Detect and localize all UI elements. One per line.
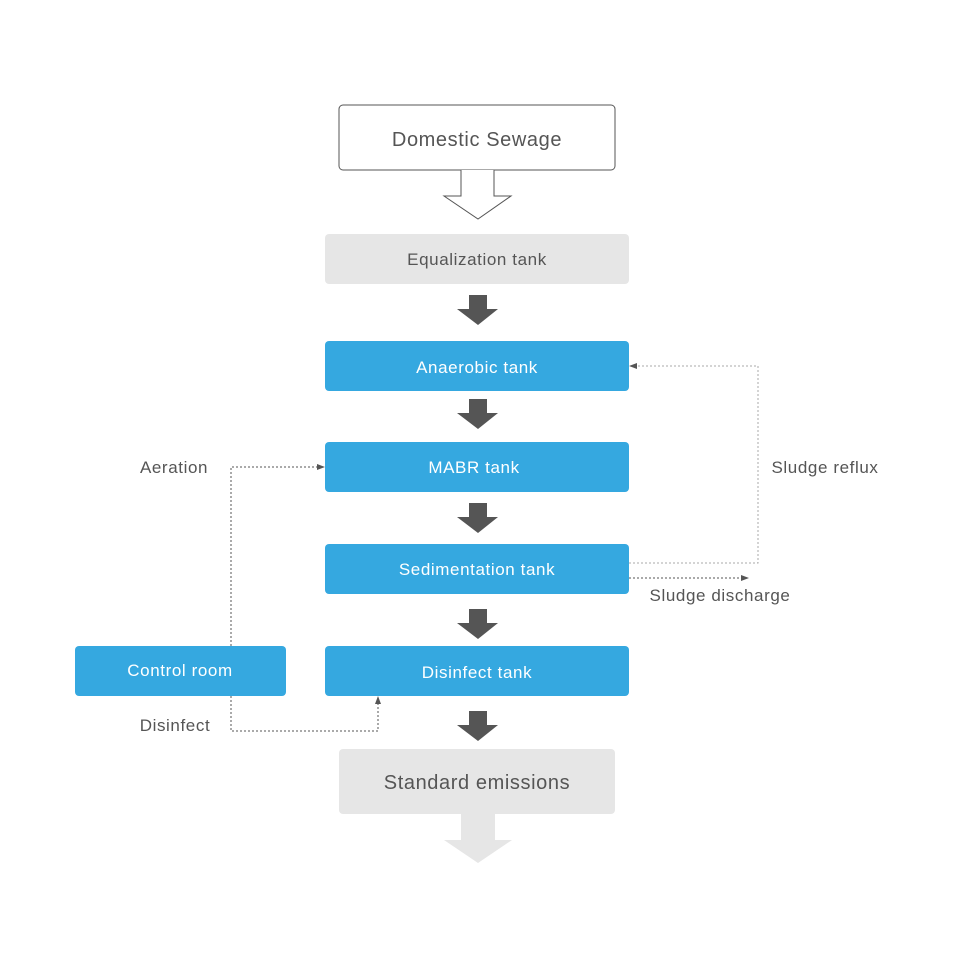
sludge-discharge-label: Sludge discharge bbox=[650, 586, 791, 605]
node-disinfect-tank: Disinfect tank bbox=[325, 646, 629, 696]
node-equalization-tank-label: Equalization tank bbox=[407, 250, 547, 269]
node-sedimentation-tank: Sedimentation tank bbox=[325, 544, 629, 594]
node-mabr-tank-label: MABR tank bbox=[428, 458, 519, 477]
node-control-room-label: Control room bbox=[127, 661, 232, 680]
node-disinfect-tank-label: Disinfect tank bbox=[422, 663, 532, 682]
node-sedimentation-tank-label: Sedimentation tank bbox=[399, 560, 555, 579]
node-domestic-sewage-label: Domestic Sewage bbox=[392, 129, 562, 151]
hollow-down-arrow-icon bbox=[442, 170, 513, 220]
node-mabr-tank: MABR tank bbox=[325, 442, 629, 492]
node-domestic-sewage: Domestic Sewage bbox=[338, 104, 616, 171]
node-anaerobic-tank-label: Anaerobic tank bbox=[416, 358, 538, 377]
aeration-label: Aeration bbox=[140, 458, 208, 477]
node-standard-emissions-label: Standard emissions bbox=[384, 772, 570, 794]
down-arrow-icon bbox=[457, 399, 498, 429]
disinfect-label: Disinfect bbox=[140, 716, 211, 735]
node-control-room: Control room bbox=[75, 646, 286, 696]
sludge-reflux-connector bbox=[629, 363, 759, 564]
light-down-arrow-icon bbox=[444, 814, 512, 863]
node-anaerobic-tank: Anaerobic tank bbox=[325, 341, 629, 391]
down-arrow-icon bbox=[457, 503, 498, 533]
node-equalization-tank: Equalization tank bbox=[325, 234, 629, 284]
node-standard-emissions: Standard emissions bbox=[339, 749, 615, 814]
down-arrow-icon bbox=[457, 609, 498, 639]
down-arrow-icon bbox=[457, 711, 498, 741]
aeration-connector bbox=[230, 464, 325, 646]
disinfect-connector bbox=[230, 696, 381, 732]
down-arrow-icon bbox=[457, 295, 498, 325]
sludge-reflux-label: Sludge reflux bbox=[771, 458, 878, 477]
